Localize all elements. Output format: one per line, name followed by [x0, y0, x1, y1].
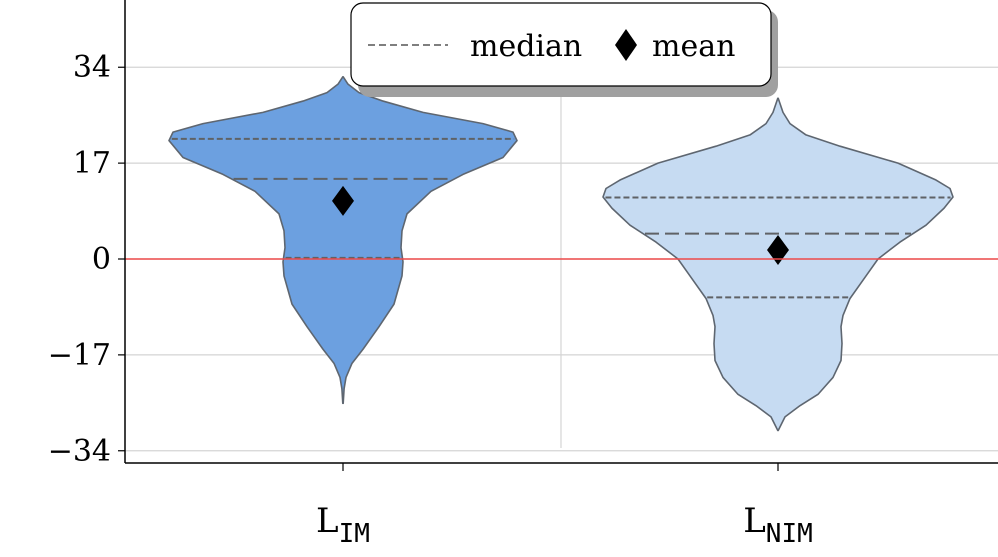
- y-tick-label: 0: [92, 242, 111, 277]
- median-legend-label: median: [470, 29, 582, 64]
- violin-body: [168, 76, 518, 405]
- mean-legend-label: mean: [652, 29, 735, 64]
- y-tick-label: −17: [48, 338, 111, 373]
- y-tick-label: 34: [73, 50, 111, 85]
- y-ticks: 34 17 0 −17 −34: [48, 50, 125, 469]
- axes: [124, 0, 998, 464]
- x-category-label: LIM: [316, 501, 370, 549]
- y-tick-label: 17: [73, 146, 111, 181]
- y-tick-label: −34: [48, 434, 111, 469]
- x-category-label: LNIM: [743, 501, 813, 549]
- mean-diamond-icon: [615, 29, 637, 61]
- legend: median mean: [350, 2, 778, 97]
- mean-marker: [767, 234, 789, 265]
- x-categories: LIM LNIM: [316, 463, 813, 549]
- mean-marker: [332, 185, 354, 216]
- violins: [125, 76, 998, 432]
- legend-box: [350, 2, 772, 87]
